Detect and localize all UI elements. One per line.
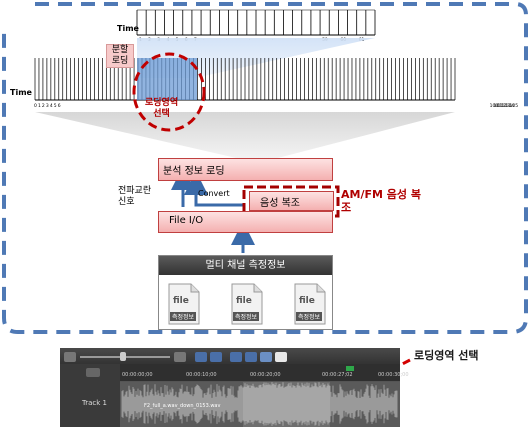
region-select-label: 로딩영역 선택 — [145, 98, 179, 119]
ruler-time: 00:00:00;00 — [122, 372, 153, 378]
multichannel-header: 멀티 채널 측정정보 — [159, 256, 332, 275]
file-tag: 측정정보 — [233, 312, 260, 321]
split-loading-label: 분할 로딩 — [106, 44, 134, 68]
file-icon: file 측정정보 — [230, 282, 264, 326]
file-icon: file 측정정보 — [167, 282, 201, 326]
main-tick-label: 2 — [42, 103, 45, 109]
amfm-label: AM/FM 음성 복 조 — [341, 188, 421, 214]
file-tag: 측정정보 — [170, 312, 197, 321]
zoom-out-icon[interactable] — [64, 352, 76, 362]
main-timeline-label: Time — [10, 88, 32, 97]
main-tick-label: 3 — [46, 103, 49, 109]
undo-icon[interactable] — [195, 352, 207, 362]
playhead-marker[interactable] — [346, 366, 354, 371]
main-tick-label: 5 — [54, 103, 57, 109]
file-icon-text: file — [236, 296, 252, 306]
editor-annotation-label: 로딩영역 선택 — [414, 349, 479, 362]
analysis-box-label: 분석 정보 로딩 — [163, 166, 225, 177]
funnel-shape — [35, 112, 455, 160]
region-select-ellipse — [132, 52, 206, 132]
main-tick-label: 4 — [50, 103, 53, 109]
demod-box-label: 음성 복조 — [260, 198, 300, 209]
zoom-in-icon[interactable] — [174, 352, 186, 362]
zoom-slider-thumb[interactable] — [120, 352, 126, 361]
arrow-convert — [184, 171, 245, 207]
convert-label: Convert — [198, 189, 230, 198]
main-tick-label: 102 — [498, 103, 507, 109]
file-icon-text: file — [299, 296, 315, 306]
waveform-track[interactable] — [120, 382, 400, 427]
main-tick-label: 103 — [502, 103, 511, 109]
time-ruler: 00:00:00;00 00:00:10;00 00:00:20;00 00:0… — [120, 364, 409, 382]
redo-icon[interactable] — [210, 352, 222, 362]
track-header-area: Track 1 — [60, 364, 120, 427]
main-tick-label: 0 — [34, 103, 37, 109]
multichannel-panel: 멀티 채널 측정정보 file 측정정보 file 측정정보 file 측정정보 — [158, 255, 333, 330]
editor-toolbar — [60, 348, 400, 364]
cut-icon[interactable] — [230, 352, 242, 362]
paste-icon[interactable] — [260, 352, 272, 362]
track-label: Track 1 — [82, 399, 107, 407]
file-tag: 측정정보 — [296, 312, 323, 321]
main-tick-label: 1 — [38, 103, 41, 109]
selected-segment — [137, 58, 197, 100]
radio-signal-label: 전파교란 신호 — [118, 186, 152, 207]
copy-icon[interactable] — [245, 352, 257, 362]
audio-editor: Track 1 00:00:00;00 00:00:10;00 00:00:20… — [60, 348, 409, 427]
ruler-time: 00:00:30;00 — [378, 372, 409, 378]
main-tick-label: 100 — [490, 103, 499, 109]
main-tick-label: 104 — [506, 103, 515, 109]
main-tick-label: 105 — [509, 103, 518, 109]
ruler-time: 00:00:27;02 — [322, 372, 353, 378]
outer-dashed-frame — [2, 2, 528, 334]
analysis-box: 분석 정보 로딩 — [158, 158, 333, 181]
file-icon: file 측정정보 — [293, 282, 327, 326]
main-tick-label: 101 — [494, 103, 503, 109]
fileio-box-label: File I/O — [169, 215, 204, 226]
main-tick-label: 6 — [58, 103, 61, 109]
track-settings-icon[interactable] — [86, 368, 100, 377]
split-icon[interactable] — [275, 352, 287, 362]
ruler-time: 00:00:10;00 — [186, 372, 217, 378]
clip-name: F2_full_a.wav_down_0153.wav — [144, 403, 221, 409]
wave-selection — [243, 382, 330, 427]
zoom-timeline-label: Time — [117, 24, 139, 33]
file-icon-text: file — [173, 296, 189, 306]
demod-box: 음성 복조 — [249, 191, 334, 211]
fileio-box: File I/O — [158, 211, 333, 233]
ruler-time: 00:00:20;00 — [250, 372, 281, 378]
